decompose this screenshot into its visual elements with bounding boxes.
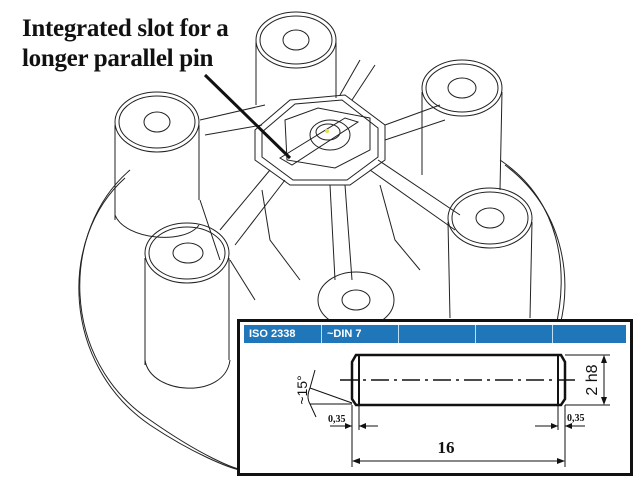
boss-upper-right [421, 59, 503, 191]
header-cell-empty-2 [476, 325, 553, 343]
header-cell-empty-1 [399, 325, 476, 343]
spokes [199, 59, 461, 301]
base-flange [78, 159, 566, 471]
chamfer-right-label: 0,35 [567, 413, 585, 424]
pin-body [350, 353, 567, 407]
diameter-label: 2 h8 [584, 364, 601, 395]
length-label: 16 [438, 438, 455, 457]
pin-spec-panel: ISO 2338 ~DIN 7 [237, 319, 633, 476]
parallel-pin-drawing: 2 h8 16 0,35 0,35 ~15° [294, 353, 610, 467]
chamfer-angle-label: ~15° [294, 375, 310, 404]
header-cell-standard: ISO 2338 [244, 325, 322, 343]
center-hub [254, 94, 386, 186]
callout-pointer-line [203, 73, 292, 160]
header-cell-din: ~DIN 7 [322, 325, 399, 343]
boss-lower-left [144, 222, 231, 389]
callout-label: Integrated slot for a longer parallel pi… [22, 15, 229, 72]
chamfer-left-label: 0,35 [328, 414, 346, 425]
boss-upper-left [114, 91, 200, 238]
boss-top [255, 11, 337, 105]
boss-right [447, 187, 533, 319]
pin-spec-header: ISO 2338 ~DIN 7 [244, 325, 626, 343]
